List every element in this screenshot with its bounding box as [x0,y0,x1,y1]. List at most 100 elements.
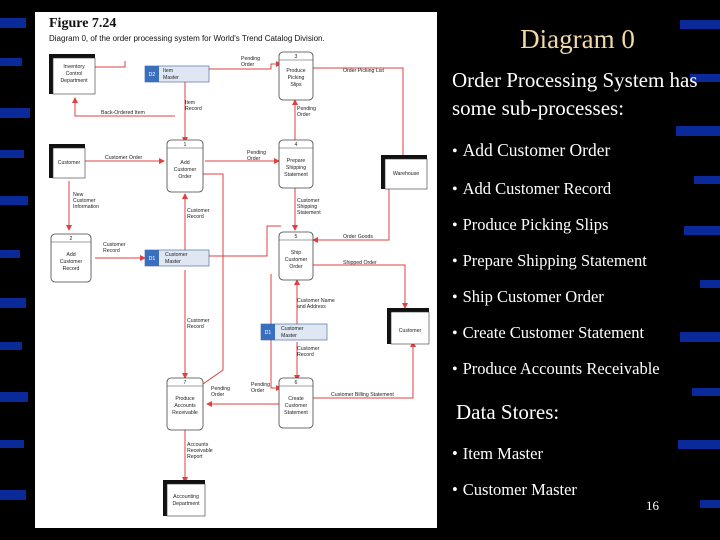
svg-text:Department: Department [60,78,88,84]
svg-text:Control: Control [66,71,83,77]
figure-title: Figure 7.24 [49,16,117,31]
svg-text:Ship: Ship [291,250,301,256]
process-3: 3 Produce Picking Slips [278,51,314,101]
bullet-dot-icon: • [452,143,458,160]
entity-customer-right: Customer [387,308,430,345]
svg-text:Customer: Customer [174,167,197,173]
slide-title: Diagram 0 [520,24,635,54]
svg-text:Customer: Customer [297,346,320,352]
bullet-dot-icon: • [452,253,458,270]
svg-text:Prepare: Prepare [287,158,306,164]
process-1: 1 Add Customer Order [166,139,204,193]
svg-text:Record: Record [185,106,202,112]
svg-text:D1: D1 [149,256,156,262]
svg-text:Item: Item [163,68,173,74]
svg-text:Pending: Pending [297,106,316,112]
figure-caption: Diagram 0, of the order processing syste… [49,34,325,43]
svg-text:Order: Order [289,264,303,270]
entity-customer-left: Customer [49,144,86,179]
svg-text:Customer: Customer [285,403,308,409]
svg-text:Receivable: Receivable [187,448,213,454]
svg-text:Order: Order [297,112,311,118]
svg-text:Item: Item [185,100,195,106]
svg-text:Order Goods: Order Goods [343,234,373,240]
svg-text:Warehouse: Warehouse [393,171,419,177]
svg-text:7: 7 [184,380,187,386]
svg-text:6: 6 [295,380,298,386]
store-d2-item-master: D2 Item Master [144,65,210,83]
svg-text:Add: Add [180,160,189,166]
svg-text:Pending: Pending [251,382,270,388]
svg-text:New: New [73,192,84,198]
svg-text:Customer: Customer [187,318,210,324]
svg-text:Record: Record [187,324,204,330]
bullet-dot-icon: • [452,181,458,198]
svg-text:Customer: Customer [103,242,126,248]
svg-text:Order: Order [251,388,265,394]
svg-text:Customer Order: Customer Order [105,155,142,161]
bullet-dot-icon: • [452,361,458,378]
svg-text:4: 4 [295,142,298,148]
svg-text:Order: Order [211,392,225,398]
svg-text:Back-Ordered Item: Back-Ordered Item [101,110,145,116]
svg-text:Statement: Statement [297,210,321,216]
svg-text:Order: Order [241,62,255,68]
svg-text:Produce: Produce [175,396,194,402]
svg-text:2: 2 [70,236,73,242]
svg-text:D1: D1 [265,330,272,336]
svg-text:Master: Master [281,333,297,339]
svg-text:Record: Record [187,214,204,220]
svg-text:Customer Name: Customer Name [297,298,335,304]
svg-text:3: 3 [295,54,298,60]
svg-text:Customer: Customer [73,198,96,204]
svg-text:1: 1 [184,142,187,148]
svg-text:Customer: Customer [60,259,83,265]
bullet-item: •Create Customer Statement [452,323,645,342]
svg-text:and Address: and Address [297,304,326,310]
svg-text:Statement: Statement [284,172,308,178]
bullet-dot-icon: • [452,444,458,463]
svg-text:Customer Billing Statement: Customer Billing Statement [331,392,394,398]
svg-text:Customer: Customer [399,328,422,334]
svg-text:Statement: Statement [284,410,308,416]
svg-text:Create: Create [288,396,304,402]
intro-text: Order Processing System has some sub-pro… [452,68,698,120]
flow-labels: Pending Order Order Picking List Item Re… [73,56,394,460]
bullet-item: •Add Customer Order [452,140,611,160]
bullet-dot-icon: • [452,480,458,499]
svg-text:Customer: Customer [58,160,81,166]
dfd-diagram: Inventory Control Department Customer Wa… [49,51,430,517]
bullet-item: •Add Customer Record [452,179,612,198]
svg-text:Customer: Customer [281,326,304,332]
svg-text:Order Picking List: Order Picking List [343,68,384,74]
bullet-item: •Produce Picking Slips [452,215,609,234]
bullet-dot-icon: • [452,217,458,234]
svg-text:Accounting: Accounting [173,494,199,500]
svg-text:Report: Report [187,454,203,460]
entity-warehouse: Warehouse [381,155,428,190]
svg-text:Information: Information [73,204,99,210]
store-d1-customer-master-left: D1 Customer Master [144,249,210,267]
svg-text:Accounts: Accounts [174,403,196,409]
dfd-figure: Inventory Control Department Customer Wa… [35,12,437,528]
svg-text:5: 5 [295,234,298,240]
svg-text:Inventory: Inventory [63,64,85,70]
data-store-item: •Customer Master [452,480,577,499]
entity-accounting: Accounting Department [163,480,206,517]
svg-text:Customer: Customer [285,257,308,263]
svg-text:Customer: Customer [187,208,210,214]
bullet-dot-icon: • [452,289,458,306]
svg-text:Order: Order [247,156,261,162]
svg-text:D2: D2 [149,72,156,78]
bullet-item: •Prepare Shipping Statement [452,251,647,270]
svg-text:Shipping: Shipping [286,165,306,171]
svg-text:Master: Master [165,259,181,265]
data-store-item: •Item Master [452,444,543,463]
bullet-dot-icon: • [452,325,458,342]
svg-text:Master: Master [163,75,179,81]
process-4: 4 Prepare Shipping Statement [278,139,314,189]
process-6: 6 Create Customer Statement [278,377,314,429]
process-2: 2 Add Customer Record [50,233,92,283]
